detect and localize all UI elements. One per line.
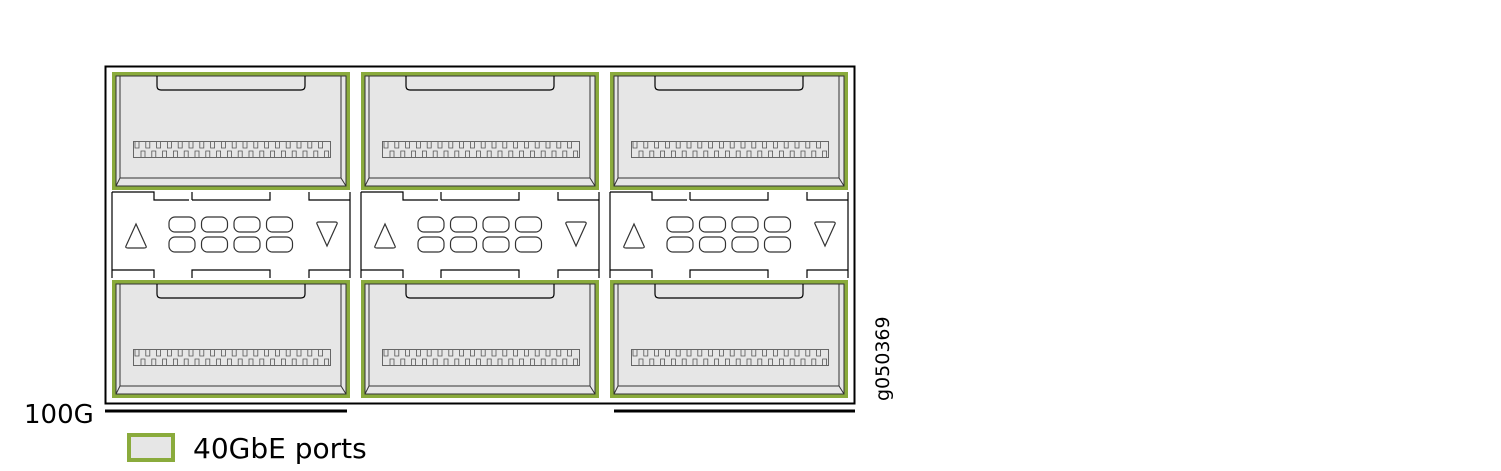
status-panel-body bbox=[112, 192, 350, 278]
status-led bbox=[698, 216, 727, 233]
status-led bbox=[233, 236, 261, 253]
port-highlight-border bbox=[361, 280, 599, 398]
port-bevel bbox=[115, 76, 347, 187]
port-group-2 bbox=[360, 72, 600, 398]
status-led bbox=[449, 216, 478, 233]
port-connector-pins bbox=[134, 350, 329, 365]
status-panel bbox=[360, 191, 600, 278]
status-led bbox=[698, 236, 727, 253]
status-panel-body bbox=[610, 192, 848, 278]
status-panel-outline bbox=[360, 191, 600, 278]
port-highlight-border bbox=[112, 72, 350, 190]
port-bevel bbox=[613, 76, 845, 187]
status-led bbox=[417, 216, 445, 233]
port-connector bbox=[382, 349, 580, 366]
port-connector-pins bbox=[134, 142, 329, 157]
port-connector bbox=[133, 349, 331, 366]
status-led bbox=[449, 236, 478, 253]
up-arrow-icon bbox=[125, 222, 147, 249]
speed-label: 100G bbox=[24, 400, 94, 430]
status-led bbox=[731, 216, 759, 233]
port-connector-pins bbox=[383, 350, 578, 365]
status-led bbox=[666, 216, 694, 233]
port-bevel bbox=[613, 284, 845, 395]
port-cage bbox=[115, 75, 347, 187]
port-cage bbox=[364, 75, 596, 187]
down-arrow-icon bbox=[814, 221, 836, 248]
status-led bbox=[233, 216, 261, 233]
port-group-1 bbox=[111, 72, 351, 398]
port-latch-tab bbox=[405, 76, 555, 91]
status-led bbox=[417, 236, 445, 253]
port-connector bbox=[631, 349, 829, 366]
port-4 bbox=[361, 280, 599, 398]
status-led bbox=[168, 236, 196, 253]
legend-swatch bbox=[127, 433, 175, 462]
status-panel-body bbox=[361, 192, 599, 278]
status-led bbox=[200, 216, 229, 233]
port-bevel bbox=[115, 284, 347, 395]
status-panel bbox=[609, 191, 849, 278]
up-arrow-icon bbox=[374, 222, 396, 249]
port-bevel bbox=[364, 284, 596, 395]
status-led bbox=[514, 236, 543, 253]
status-led bbox=[482, 216, 510, 233]
status-led bbox=[514, 216, 543, 233]
port-cage bbox=[115, 283, 347, 395]
status-led bbox=[763, 216, 792, 233]
port-connector-pins bbox=[383, 142, 578, 157]
figure-id: g050369 bbox=[872, 316, 894, 401]
port-connector bbox=[133, 141, 331, 158]
down-arrow-icon bbox=[565, 221, 587, 248]
port-latch-tab bbox=[156, 284, 306, 299]
port-6 bbox=[610, 280, 848, 398]
port-cage bbox=[364, 283, 596, 395]
port-highlight-border bbox=[610, 280, 848, 398]
port-latch-tab bbox=[156, 76, 306, 91]
port-highlight-border bbox=[610, 72, 848, 190]
status-panel-outline bbox=[609, 191, 849, 278]
port-cage bbox=[613, 75, 845, 187]
status-panel-outline bbox=[111, 191, 351, 278]
status-led bbox=[731, 236, 759, 253]
port-connector-pins bbox=[632, 350, 827, 365]
down-arrow-icon bbox=[316, 221, 338, 248]
status-led bbox=[666, 236, 694, 253]
status-panel bbox=[111, 191, 351, 278]
status-led bbox=[265, 216, 294, 233]
port-connector-pins bbox=[632, 142, 827, 157]
port-connector bbox=[631, 141, 829, 158]
port-connector bbox=[382, 141, 580, 158]
legend-label: 40GbE ports bbox=[193, 432, 367, 465]
port-1 bbox=[112, 72, 350, 190]
port-latch-tab bbox=[654, 284, 804, 299]
port-highlight-border bbox=[112, 280, 350, 398]
port-3 bbox=[361, 72, 599, 190]
port-cage bbox=[613, 283, 845, 395]
port-5 bbox=[610, 72, 848, 190]
port-latch-tab bbox=[654, 76, 804, 91]
status-led bbox=[482, 236, 510, 253]
status-led bbox=[168, 216, 196, 233]
up-arrow-icon bbox=[623, 222, 645, 249]
status-led bbox=[200, 236, 229, 253]
status-led bbox=[763, 236, 792, 253]
port-group-3 bbox=[609, 72, 849, 398]
port-latch-tab bbox=[405, 284, 555, 299]
port-bevel bbox=[364, 76, 596, 187]
port-2 bbox=[112, 280, 350, 398]
status-led bbox=[265, 236, 294, 253]
port-highlight-border bbox=[361, 72, 599, 190]
